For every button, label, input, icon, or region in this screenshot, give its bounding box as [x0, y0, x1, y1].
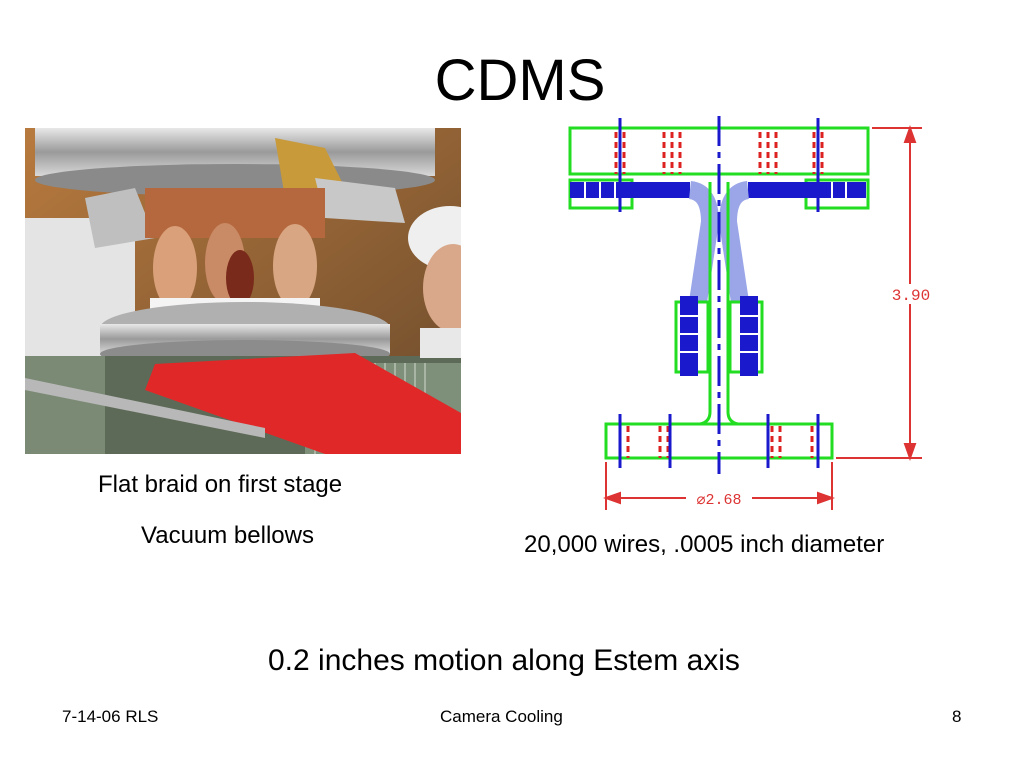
cryostat-photo	[25, 128, 461, 454]
footer-date-author: 7-14-06 RLS	[62, 707, 159, 726]
caption-flat-braid: Flat braid on first stage	[98, 471, 343, 498]
footer-slide-number: 8	[952, 707, 962, 726]
slide-title: CDMS	[434, 48, 606, 113]
footer-presentation-title: Camera Cooling	[440, 707, 563, 726]
height-dimension-label: 3.90	[892, 287, 930, 305]
caption-wires: 20,000 wires, .0005 inch diameter	[524, 531, 885, 558]
caption-vacuum-bellows: Vacuum bellows	[141, 522, 314, 549]
caption-motion: 0.2 inches motion along Estem axis	[268, 644, 740, 677]
braid-assembly-diagram: 3.90 ⌀2.68	[560, 112, 940, 520]
width-dimension-label: ⌀2.68	[696, 492, 741, 509]
